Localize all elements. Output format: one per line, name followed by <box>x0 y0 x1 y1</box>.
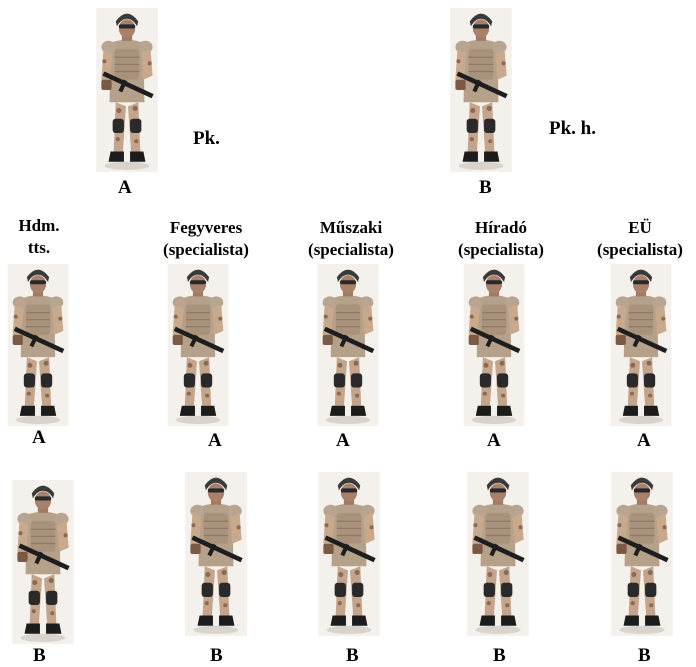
soldier-image-fegyveres-a <box>162 264 234 426</box>
column-header-line2: (specialista) <box>163 240 249 259</box>
column-header-line1: EÜ <box>628 218 652 237</box>
variant-label-hirado-a: A <box>487 430 501 451</box>
rank-label-pk: Pk. <box>193 128 220 149</box>
column-header-line1: Hdm. <box>18 216 60 235</box>
variant-label-eu-a: A <box>637 430 651 451</box>
soldier-image-fegyveres-b <box>176 472 256 636</box>
variant-label-top-left: A <box>118 177 132 198</box>
column-header-line2: (specialista) <box>597 240 683 259</box>
column-header-line2: (specialista) <box>458 240 544 259</box>
soldier-image-eu-a <box>605 264 677 426</box>
rank-label-pk-h: Pk. h. <box>549 118 596 139</box>
variant-label-muszaki-a: A <box>336 430 350 451</box>
column-header-eu: EÜ (specialista) <box>584 217 696 261</box>
column-header-hirado: Híradó (specialista) <box>443 217 559 261</box>
column-header-line2: tts. <box>27 238 51 257</box>
soldier-image-hirado-a <box>458 264 530 426</box>
column-header-line1: Műszaki <box>319 218 383 237</box>
soldier-image-muszaki-b <box>309 472 389 636</box>
soldier-image-pk-a <box>88 8 166 172</box>
soldier-image-muszaki-a <box>312 264 384 426</box>
variant-label-muszaki-b: B <box>346 645 359 666</box>
variant-label-fegyveres-b: B <box>210 645 223 666</box>
variant-label-hirado-b: B <box>493 645 506 666</box>
column-header-fegyveres: Fegyveres (specialista) <box>148 217 264 261</box>
variant-label-eu-b: B <box>638 645 651 666</box>
soldier-image-hdm-a <box>2 264 74 426</box>
variant-label-fegyveres-a: A <box>208 430 222 451</box>
column-header-line1: Híradó <box>475 218 527 237</box>
column-header-line1: Fegyveres <box>169 218 243 237</box>
column-header-hdm-tts: Hdm. tts. <box>0 215 78 259</box>
soldier-image-eu-b <box>602 472 682 636</box>
variant-label-top-right: B <box>479 177 492 198</box>
variant-label-hdm-b: B <box>33 645 46 666</box>
soldier-image-hirado-b <box>458 472 538 636</box>
column-header-muszaki: Műszaki (specialista) <box>293 217 409 261</box>
variant-label-hdm-a: A <box>32 427 46 448</box>
soldier-image-pk-h-b <box>442 8 520 172</box>
soldier-image-hdm-b <box>4 480 82 644</box>
column-header-line2: (specialista) <box>308 240 394 259</box>
